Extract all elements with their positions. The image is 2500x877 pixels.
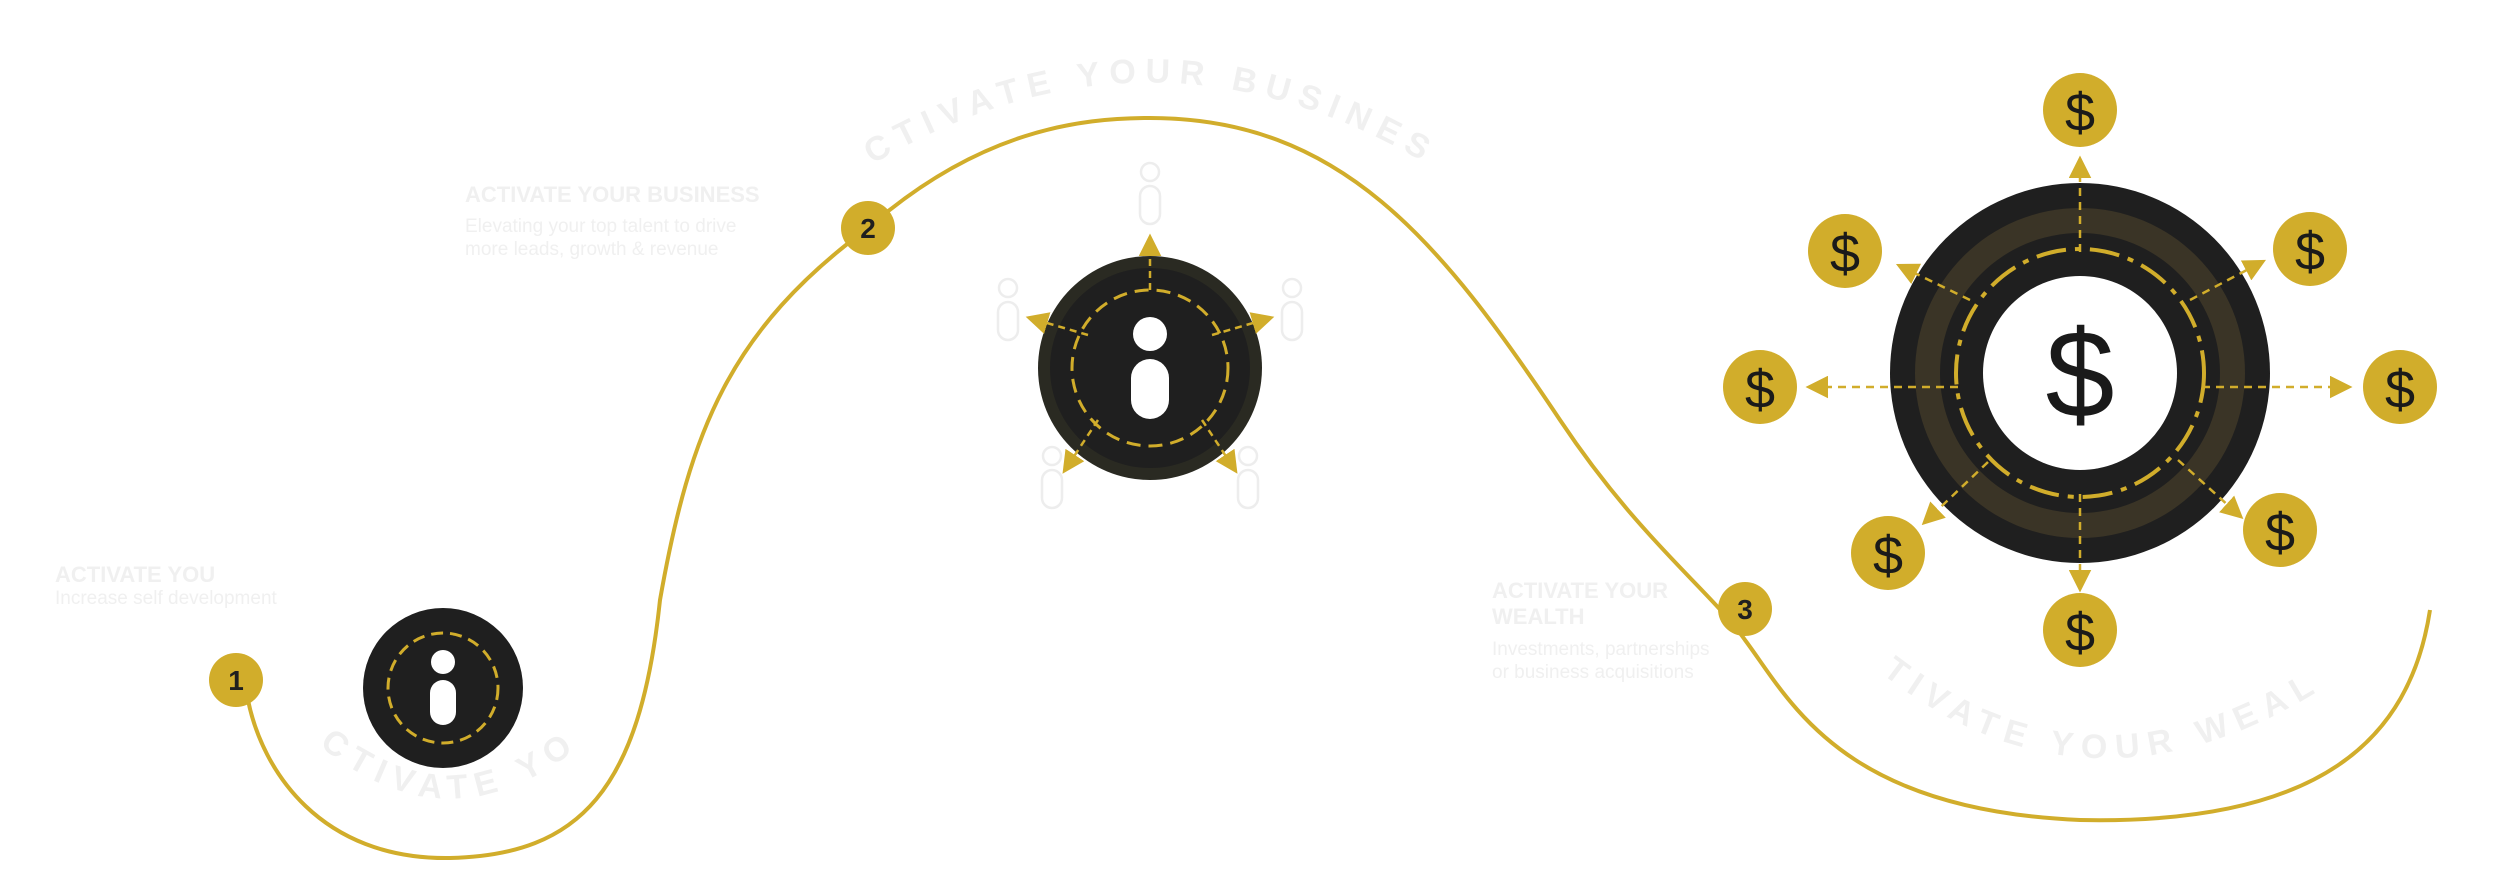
step-3-text-line-1: Investments, partnerships bbox=[1492, 638, 1710, 660]
step-3-text-line-2: or business acquisitions bbox=[1492, 661, 1694, 683]
step-marker-1: 1 bbox=[209, 653, 263, 707]
journey-path-line bbox=[246, 115, 2432, 861]
dollar-sign-center: $ bbox=[2046, 306, 2115, 444]
step-3-description: ACTIVATE YOUR WEALTH Investments, partne… bbox=[1492, 578, 1710, 684]
svg-text:$: $ bbox=[2295, 222, 2325, 282]
step-marker-2: 2 bbox=[841, 201, 895, 255]
coin-top: $ bbox=[2043, 73, 2117, 147]
svg-text:$: $ bbox=[2065, 603, 2095, 663]
svg-text:$: $ bbox=[2065, 83, 2095, 143]
svg-text:$: $ bbox=[1873, 526, 1903, 586]
svg-text:$: $ bbox=[2385, 360, 2415, 420]
step-2-text-line-1: Elevating your top talent to drive bbox=[465, 216, 737, 238]
svg-text:$: $ bbox=[1830, 224, 1860, 284]
dollar-network-icon: $ $ $ $ $ $ bbox=[1723, 73, 2437, 667]
step-2-text-line-2: more leads, growth & revenue bbox=[465, 239, 719, 261]
person-icon bbox=[363, 608, 523, 768]
step-1-text: Increase self development bbox=[55, 588, 277, 610]
coin-bottom-right: $ bbox=[2243, 493, 2317, 567]
step-1-description: ACTIVATE YOU Increase self development bbox=[55, 562, 277, 611]
curved-label-activate-your-business: ACTIVATE YOUR BUSINESS bbox=[0, 0, 1444, 172]
coin-bottom: $ bbox=[2043, 593, 2117, 667]
coin-top-right: $ bbox=[2273, 212, 2347, 286]
svg-text:3: 3 bbox=[1737, 594, 1753, 625]
svg-text:1: 1 bbox=[228, 665, 244, 696]
svg-text:2: 2 bbox=[860, 213, 876, 244]
step-marker-3: 3 bbox=[1718, 582, 1772, 636]
coin-left: $ bbox=[1723, 350, 1797, 424]
coin-bottom-left: $ bbox=[1851, 516, 1925, 590]
coin-top-left: $ bbox=[1808, 214, 1882, 288]
coin-right: $ bbox=[2363, 350, 2437, 424]
step-3-title-line-2: WEALTH bbox=[1492, 604, 1585, 630]
svg-text:$: $ bbox=[1745, 360, 1775, 420]
step-2-title: ACTIVATE YOUR BUSINESS bbox=[465, 182, 760, 207]
team-network-icon bbox=[996, 161, 1304, 510]
step-2-description: ACTIVATE YOUR BUSINESS Elevating your to… bbox=[465, 182, 760, 262]
step-3-title-line-1: ACTIVATE YOUR bbox=[1492, 578, 1669, 603]
step-1-title: ACTIVATE YOU bbox=[55, 562, 216, 587]
svg-text:$: $ bbox=[2265, 503, 2295, 563]
